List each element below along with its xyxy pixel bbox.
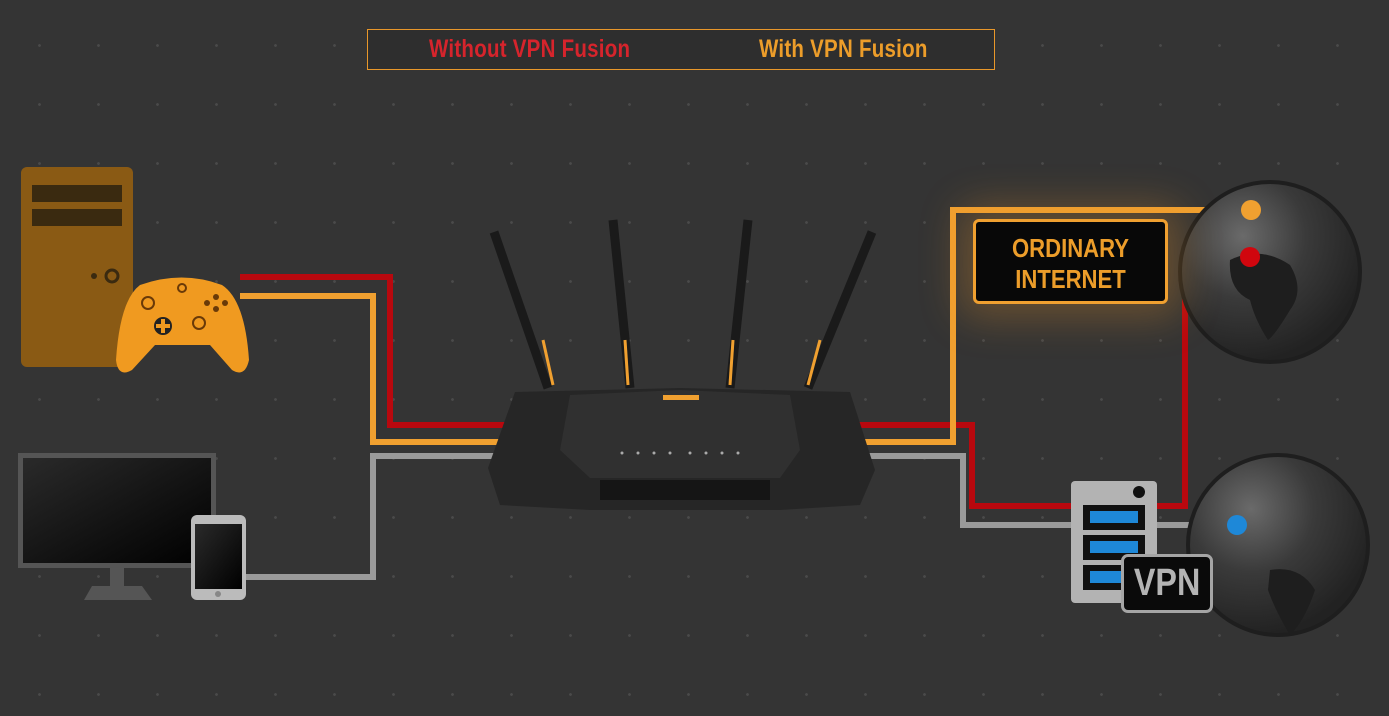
globe-icon [1186,453,1370,637]
gray-path-right [855,453,1075,528]
ordinary-internet-line2: INTERNET [1015,264,1126,294]
ordinary-internet-line1: ORDINARY [1011,233,1130,263]
monitor-icon [18,453,216,600]
red-path-right [855,422,1075,509]
orange-path-left [240,293,510,445]
smartphone-icon [191,515,246,600]
vpn-label: VPN [1133,562,1201,604]
gray-path-left [240,453,510,580]
ordinary-internet-label: ORDINARY INTERNET [973,219,1168,304]
mode-tab-bar: Without VPN Fusion With VPN Fusion [367,29,995,70]
router-icon [488,219,877,510]
red-path-left [240,274,510,428]
globe-icon [1178,180,1362,364]
red-endpoint [1240,247,1260,267]
orange-endpoint [1241,200,1261,220]
tab-with-vpn-fusion[interactable]: With VPN Fusion [759,35,928,63]
vpn-endpoint [1227,515,1247,535]
vpn-badge: VPN [1121,554,1213,613]
desktop-pc-icon [21,167,133,367]
orange-path-right [855,207,1250,445]
tab-without-vpn-fusion[interactable]: Without VPN Fusion [429,35,631,63]
game-controller-icon [116,277,249,373]
